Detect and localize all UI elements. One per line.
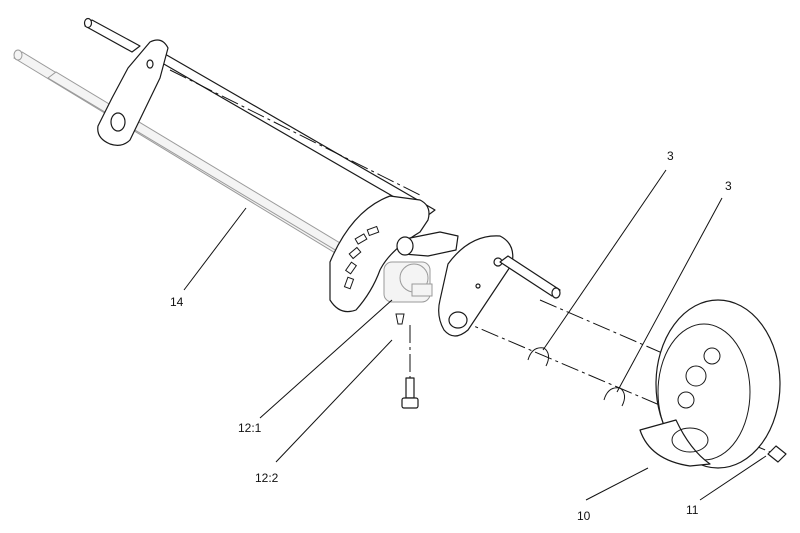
callout-12-2: 12:2: [255, 471, 279, 485]
left-bracket: [97, 39, 169, 146]
circlip-b: [603, 387, 626, 407]
small-screw: [395, 313, 405, 325]
callout-12-1: 12:1: [238, 421, 262, 435]
callout-3-lower: 3: [725, 179, 732, 193]
hub-part: [383, 261, 433, 303]
callout-3-upper: 3: [667, 149, 674, 163]
long-rod: [13, 49, 369, 269]
short-shaft: [499, 255, 561, 299]
right-bracket: [438, 235, 514, 337]
bolt: [401, 377, 419, 409]
callout-10: 10: [577, 509, 591, 523]
callout-11: 11: [686, 503, 699, 517]
leader-lines: [183, 169, 767, 501]
lever-knob: [396, 231, 459, 257]
pulley-wheel: [639, 299, 781, 469]
callout-14: 14: [170, 295, 184, 309]
end-bolt: [767, 445, 787, 463]
